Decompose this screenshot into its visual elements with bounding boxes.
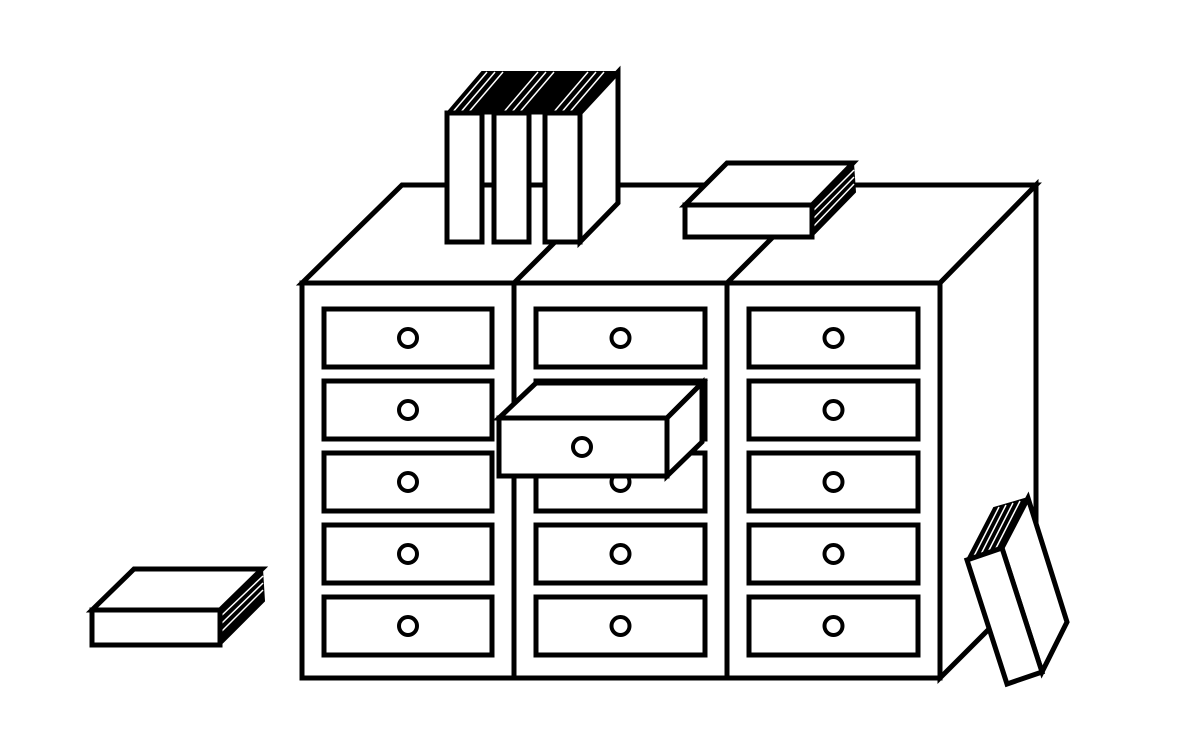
drawer-knob[interactable] (609, 543, 632, 565)
cabinet-top (295, 182, 1042, 286)
drawer[interactable] (321, 450, 495, 514)
book-3 (542, 110, 583, 245)
books-on-top (444, 65, 621, 249)
drawer-knob[interactable] (609, 327, 632, 349)
drawer[interactable] (321, 378, 495, 442)
drawer[interactable] (533, 594, 708, 658)
drawer-knob[interactable] (397, 327, 419, 349)
drawer-knob[interactable] (397, 543, 419, 565)
drawer[interactable] (321, 522, 495, 586)
drawer[interactable] (746, 450, 921, 514)
drawer[interactable] (321, 594, 495, 658)
drawer-knob[interactable] (397, 471, 419, 493)
stack-floor-left-page-lines (219, 575, 264, 634)
drawer[interactable] (533, 306, 708, 370)
drawer-front (746, 594, 921, 658)
stack-top-right-page-lines (811, 169, 855, 229)
drawer[interactable] (321, 306, 495, 370)
drawer[interactable] (533, 522, 708, 586)
book-2 (491, 110, 532, 245)
leaning-book (963, 491, 1070, 688)
stack-top-right (678, 160, 859, 240)
stack-floor-left (85, 566, 269, 648)
leaning-book-page-lines (972, 500, 1021, 559)
books-page-lines (451, 71, 605, 114)
drawer-knob[interactable] (397, 399, 419, 421)
open-drawer[interactable] (492, 376, 709, 482)
stack-top-right-front (682, 202, 815, 240)
drawer-knob[interactable] (822, 471, 845, 493)
open-drawer-knob[interactable] (571, 436, 593, 458)
drawer-front (533, 522, 708, 586)
drawer-knob[interactable] (822, 615, 845, 637)
cabinet-drawers (321, 306, 921, 658)
drawer-knob[interactable] (822, 327, 845, 349)
drawer-knob[interactable] (822, 543, 845, 565)
drawer-knob[interactable] (397, 615, 419, 637)
drawer[interactable] (746, 306, 921, 370)
drawer[interactable] (746, 378, 921, 442)
book-1 (444, 110, 485, 245)
drawer-knob[interactable] (822, 399, 845, 421)
drawer[interactable] (746, 522, 921, 586)
drawer-knob[interactable] (609, 615, 632, 637)
drawer[interactable] (746, 594, 921, 658)
stack-floor-left-front (89, 607, 223, 648)
leaning-book-front (963, 544, 1046, 688)
